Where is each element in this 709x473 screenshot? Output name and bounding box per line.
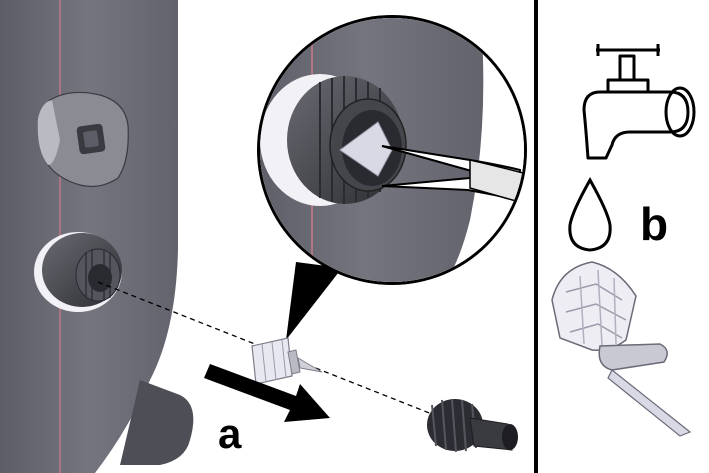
removal-direction-arrow [204, 364, 330, 422]
zoom-callout [257, 15, 527, 340]
tap-icon [582, 44, 696, 160]
callout-pointer [286, 262, 342, 340]
step-label-a: a [218, 410, 242, 457]
pliers-icon [381, 145, 524, 206]
step-label-b: b [640, 198, 668, 250]
housing-foot [120, 380, 194, 465]
water-inlet-connector [34, 232, 122, 312]
outlet-connector [37, 91, 129, 188]
zoom-filter-insert [339, 121, 393, 177]
hose-coupling-icon [427, 398, 518, 453]
strainer-filter-icon [551, 261, 692, 437]
water-drop-icon [568, 176, 612, 252]
filter-insert [251, 337, 323, 385]
